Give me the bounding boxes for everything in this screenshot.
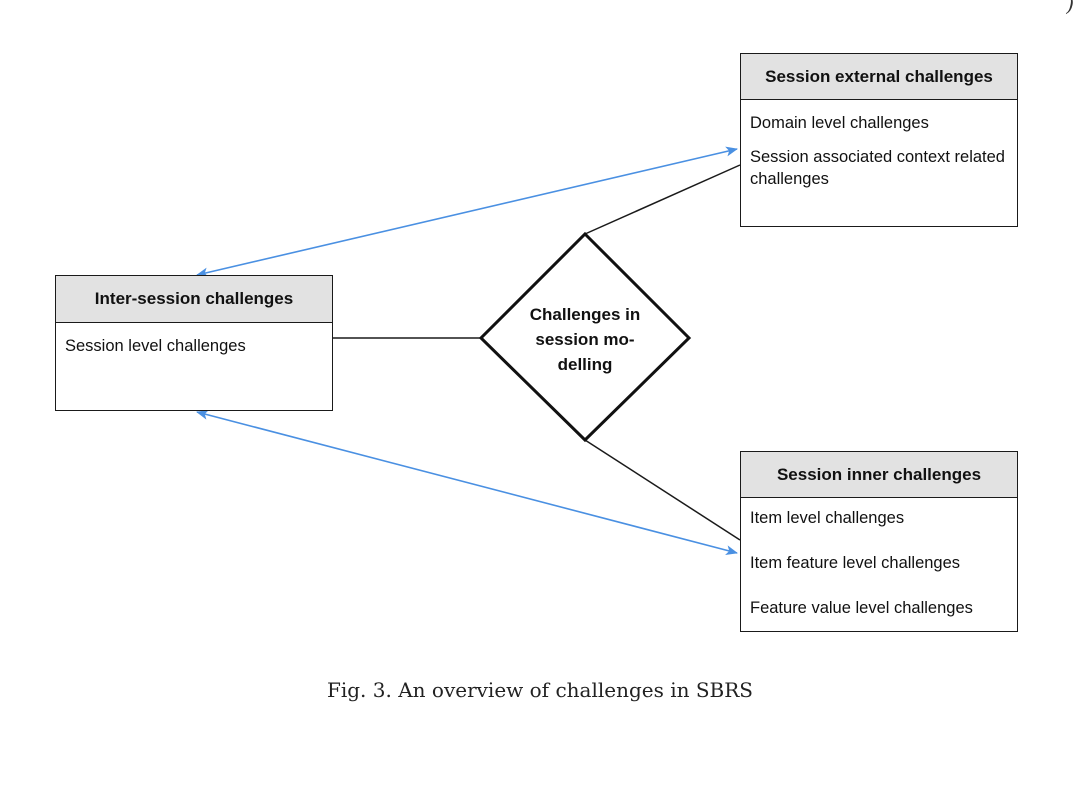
figure-caption: Fig. 3. An overview of challenges in SBR… [326,678,754,702]
list-item: Item level challenges [750,509,905,527]
session-inner-challenges-box: Session inner challenges Item level chal… [740,451,1018,632]
session-inner-challenges-title: Session inner challenges [741,452,1017,498]
session-external-challenges-box: Session external challenges Domain level… [740,53,1018,227]
center-diamond [478,231,692,443]
center-diamond-label: Challenges in session mo- delling [529,305,641,374]
list-item: Item feature level challenges [750,554,961,572]
session-inner-challenges-list: Item level challenges Item feature level… [741,498,1017,619]
connector-bottom [584,439,741,541]
list-item: Session associated context related chall… [750,148,1005,188]
arrow-external-to-inter [196,146,738,278]
page-header-fragment: ) [1066,0,1074,16]
list-item: Domain level challenges [750,114,929,132]
inter-session-challenges-box: Inter-session challenges Session level c… [55,275,333,411]
inter-session-challenges-list: Session level challenges [56,323,332,357]
inter-session-challenges-title: Inter-session challenges [56,276,332,323]
connector-top [584,164,741,235]
list-item: Session level challenges [65,337,246,355]
session-external-challenges-title: Session external challenges [741,54,1017,100]
arrow-inner-to-inter [196,409,738,556]
session-external-challenges-list: Domain level challenges Session associat… [741,100,1017,190]
list-item: Feature value level challenges [750,599,973,617]
